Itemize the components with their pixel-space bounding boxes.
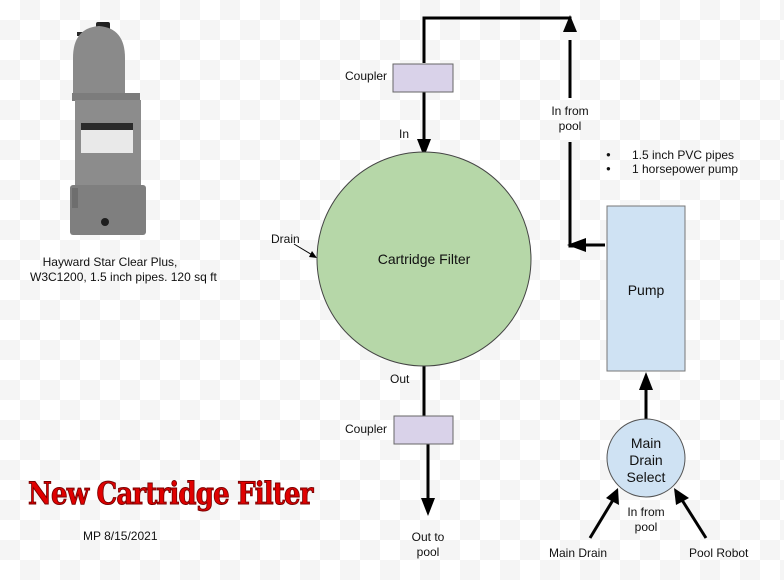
- in-from-pool-top-line1: In from: [551, 104, 589, 118]
- arrowhead-up-top: [563, 15, 577, 32]
- in-from-pool-bottom-line1: In from: [627, 505, 665, 519]
- out-to-pool-line2: pool: [416, 545, 440, 559]
- author-date: MP 8/15/2021: [83, 529, 158, 543]
- out-label: Out: [390, 372, 410, 386]
- arrowhead-main-drain: [606, 488, 619, 505]
- arrowhead-down-out: [421, 498, 435, 516]
- main-drain-label: Main Drain: [549, 546, 608, 560]
- arrowhead-pool-robot: [674, 488, 689, 505]
- cartridge-filter-node: [316, 151, 532, 367]
- coupler-bottom-node: [393, 415, 454, 445]
- coupler-top-node: [392, 63, 454, 93]
- pipe-pool-robot: [680, 499, 708, 539]
- in-from-pool-top-line2: pool: [558, 119, 582, 133]
- main-drain-select-node: [606, 418, 686, 498]
- product-caption: Hayward Star Clear Plus, W3C1200, 1.5 in…: [30, 255, 217, 285]
- main-drain-select-label: Main Drain Select: [607, 435, 685, 486]
- specs-list: 1.5 inch PVC pipes 1 horsepower pump: [606, 148, 738, 176]
- main-drain-select-line1: Main: [630, 435, 662, 451]
- pool-robot-label: Pool Robot: [689, 546, 749, 560]
- out-to-pool-line1: Out to: [411, 530, 445, 544]
- in-from-pool-bottom-line2: pool: [634, 520, 658, 534]
- product-caption-line2: W3C1200, 1.5 inch pipes. 120 sq ft: [30, 270, 217, 284]
- drain-pointer-arrowhead: [309, 251, 317, 258]
- spec-item: 1 horsepower pump: [606, 162, 738, 176]
- main-drain-select-line2: Drain: [629, 452, 663, 468]
- hayward-filter-photo: [70, 22, 146, 235]
- coupler-bottom-label: Coupler: [345, 422, 388, 436]
- main-drain-select-line3: Select: [626, 469, 666, 485]
- in-from-pool-top-label: In from pool: [540, 104, 600, 134]
- coupler-top-label: Coupler: [345, 69, 388, 83]
- arrowhead-up-pump: [639, 372, 653, 390]
- pump-node: [606, 205, 686, 372]
- pipe-main-drain: [588, 499, 615, 539]
- in-label: In: [399, 127, 410, 141]
- arrowhead-down-in: [417, 139, 431, 157]
- pipe-in-from-pool-lower: [568, 142, 578, 248]
- pump-label: Pump: [627, 282, 665, 298]
- pipe-top: [422, 16, 572, 63]
- out-to-pool-label: Out to pool: [398, 530, 458, 560]
- product-caption-line1: Hayward Star Clear Plus,: [42, 255, 178, 269]
- page-title: New Cartridge Filter: [28, 476, 314, 513]
- arrowhead-left-pump: [567, 238, 586, 252]
- drain-label: Drain: [271, 232, 300, 246]
- cartridge-filter-label: Cartridge Filter: [377, 251, 471, 267]
- in-from-pool-bottom-label: In from pool: [616, 505, 676, 535]
- spec-item: 1.5 inch PVC pipes: [606, 148, 738, 162]
